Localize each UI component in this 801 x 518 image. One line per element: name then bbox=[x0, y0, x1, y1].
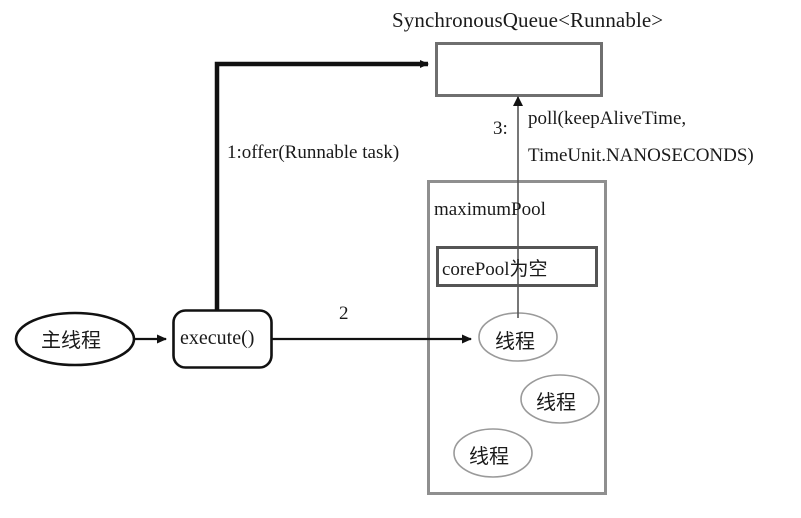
thread-ellipse-2 bbox=[453, 428, 533, 478]
core-pool-label: corePool为空 bbox=[442, 259, 548, 280]
thread-label-2: 线程 bbox=[469, 446, 509, 468]
offer-arrow bbox=[214, 60, 429, 310]
main-thread-label: 主线程 bbox=[41, 330, 101, 352]
offer-edge-label: 1:offer(Runnable task) bbox=[227, 142, 400, 163]
thread-label-1: 线程 bbox=[536, 392, 576, 414]
poll-edge-label-line1: poll(keepAliveTime, bbox=[528, 108, 687, 129]
poll-sequence-label: 3: bbox=[493, 118, 508, 139]
step-two-edge-label: 2 bbox=[339, 303, 349, 324]
execute-box bbox=[172, 309, 273, 369]
synchronous-queue-box bbox=[435, 42, 603, 97]
thread-ellipse-1 bbox=[520, 374, 600, 424]
thread-label-0: 线程 bbox=[495, 331, 535, 353]
core-pool-box bbox=[436, 246, 598, 287]
poll-edge-label-line2: TimeUnit.NANOSECONDS) bbox=[528, 145, 754, 166]
maximum-pool-label: maximumPool bbox=[434, 199, 546, 220]
execute-label: execute() bbox=[180, 327, 255, 349]
queue-title: SynchronousQueue<Runnable> bbox=[392, 8, 664, 32]
